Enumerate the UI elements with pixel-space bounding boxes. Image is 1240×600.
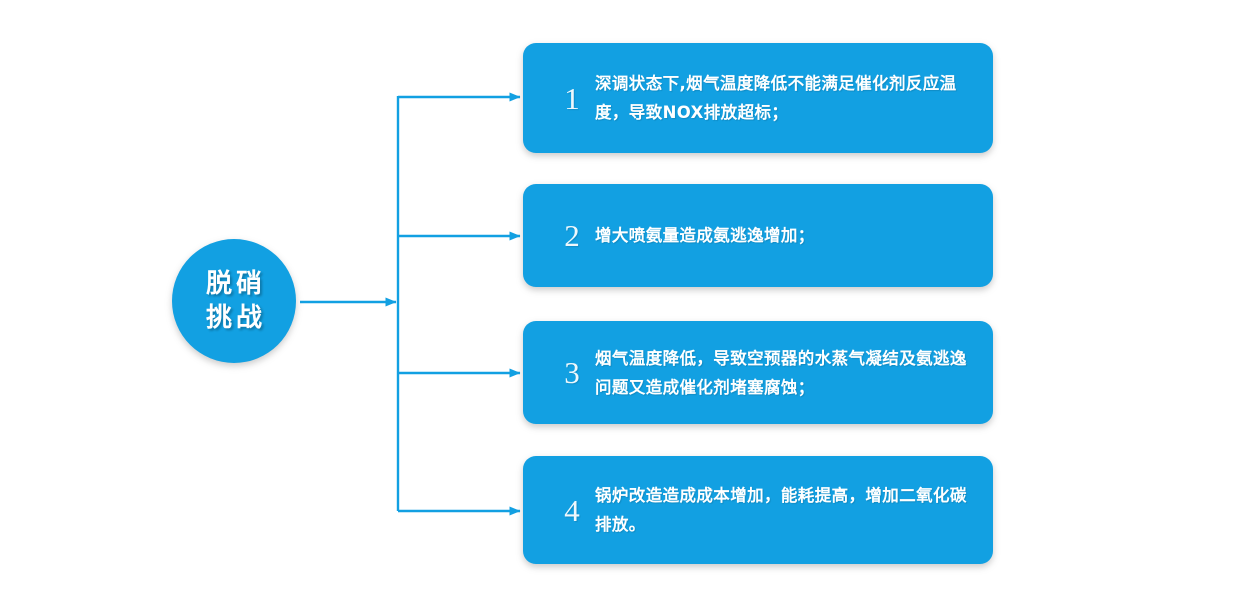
item-text-1: 深调状态下,烟气温度降低不能满足催化剂反应温度，导致NOX排放超标； [595, 74, 957, 122]
item-box-2[interactable]: 2 增大喷氨量造成氨逃逸增加； [523, 184, 993, 287]
item-text-2: 增大喷氨量造成氨逃逸增加； [595, 226, 815, 245]
hub-node[interactable]: 脱硝 挑战 [172, 239, 296, 363]
item-number-4: 4 [564, 492, 580, 528]
hub-label-line1: 脱硝 [205, 269, 266, 299]
item-number-3: 3 [564, 355, 580, 390]
item-box-4[interactable]: 4 锅炉改造造成成本增加，能耗提高，增加二氧化碳排放。 [523, 456, 993, 564]
item-text-3: 烟气温度降低，导致空预器的水蒸气凝结及氨逃逸问题又造成催化剂堵塞腐蚀； [595, 348, 967, 397]
item-box-1[interactable]: 1 深调状态下,烟气温度降低不能满足催化剂反应温度，导致NOX排放超标； [523, 43, 993, 153]
hub-label-line2: 挑战 [205, 303, 266, 333]
item-number-2: 2 [564, 218, 580, 253]
item-text-4: 锅炉改造造成成本增加，能耗提高，增加二氧化碳排放。 [595, 486, 967, 534]
item-number-1: 1 [564, 80, 580, 116]
item-box-3[interactable]: 3 烟气温度降低，导致空预器的水蒸气凝结及氨逃逸问题又造成催化剂堵塞腐蚀； [523, 321, 993, 424]
